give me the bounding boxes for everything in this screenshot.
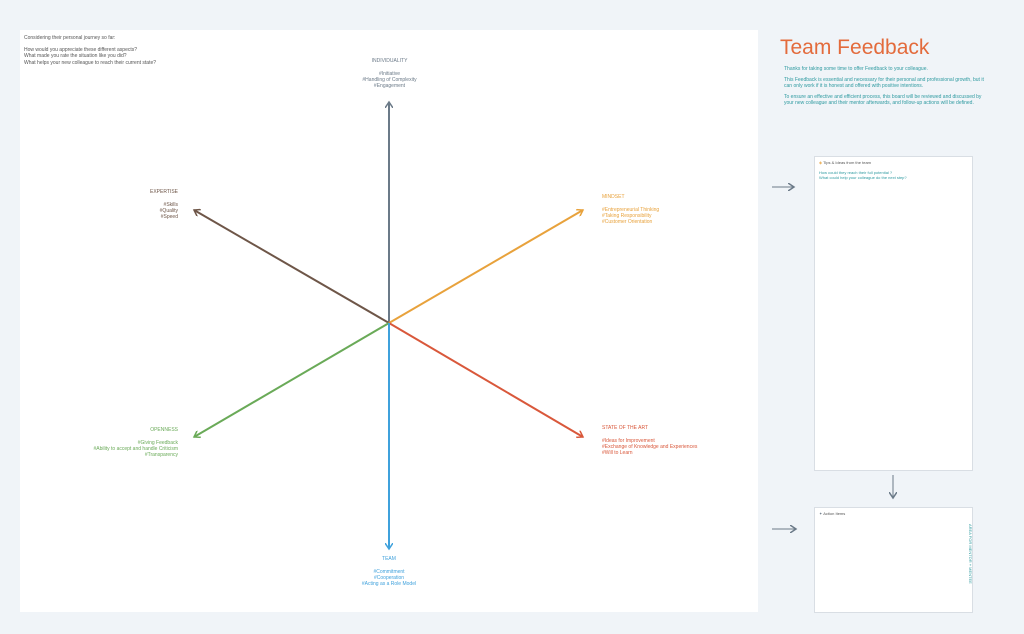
axis-item: #Taking Responsibility [602, 213, 652, 219]
axis-item: #Engagement [373, 83, 406, 89]
axis-item: #Giving Feedback [137, 440, 178, 446]
tips-line: How could they reach their full potentia… [819, 170, 893, 175]
lightbulb-icon: ◈ [819, 160, 823, 165]
axis-state-of-the-art [388, 322, 583, 437]
axis-title: STATE OF THE ART [602, 425, 649, 431]
label-openness: OPENNESS #Giving Feedback #Ability to ac… [60, 427, 179, 458]
tips-line: What could help your colleague do the ne… [819, 175, 907, 180]
label-expertise: EXPERTISE #Skills #Quality #Speed [120, 189, 178, 220]
axis-item: #Ability to accept and handle Criticism [93, 446, 179, 452]
axis-expertise [194, 210, 390, 324]
axis-item: #Exchange of Knowledge and Experiences [602, 444, 698, 450]
action-items-header: ✦ Action Items [819, 511, 845, 516]
intro-line: Considering their personal journey so fa… [24, 35, 116, 41]
axis-item: #Entrepreneurial Thinking [602, 207, 660, 213]
intro-text: Considering their personal journey so fa… [24, 35, 156, 66]
axis-mindset [388, 210, 583, 324]
description-paragraph: To ensure an effective and efficient pro… [784, 93, 982, 107]
axis-item: #Cooperation [373, 575, 405, 581]
mentor-area-label: AREA FOR MENTOR + MENTEE [968, 524, 973, 584]
axis-item: #Initiative [378, 71, 401, 77]
axis-title: MINDSET [602, 194, 625, 200]
axis-item: #Transparency [144, 452, 178, 458]
axis-item: #Quality [159, 208, 178, 214]
description-paragraph: This Feedback is essential and necessary… [784, 76, 984, 90]
axis-item: #Skills [163, 202, 178, 208]
axis-item: #Commitment [373, 569, 405, 575]
action-items-title: Action Items [823, 511, 846, 516]
page-title: Team Feedback [780, 36, 930, 59]
axis-item: #Will to Learn [602, 450, 633, 456]
axis-title: TEAM [382, 556, 396, 562]
intro-line: What helps your new colleague to reach t… [24, 59, 157, 66]
axis-openness [194, 322, 390, 437]
tips-card-body: How could they reach their full potentia… [819, 170, 907, 180]
axis-item: #Handling of Complexity [362, 77, 417, 83]
tips-card-title: Tips & Ideas from the team [823, 160, 871, 165]
description-paragraph: Thanks for taking some time to offer Fee… [784, 66, 928, 72]
axis-title: INDIVIDUALITY [371, 58, 408, 64]
action-items-card[interactable]: ✦ Action Items [814, 507, 973, 613]
label-mindset: MINDSET #Entrepreneurial Thinking #Takin… [602, 194, 659, 225]
pin-icon: ✦ [819, 511, 823, 516]
label-team: TEAM #Commitment #Cooperation #Acting as… [349, 556, 429, 587]
axis-item: #Speed [160, 214, 178, 220]
description: Thanks for taking some time to offer Fee… [784, 66, 984, 111]
axis-title: OPENNESS [150, 427, 178, 433]
tips-card-header: ◈ Tips & Ideas from the team [819, 160, 871, 165]
axis-item: #Acting as a Role Model [361, 581, 417, 587]
intro-line: What made you rate the situation like yo… [24, 53, 127, 59]
axis-item: #Customer Orientation [602, 219, 653, 225]
intro-line: How would you appreciate these different… [24, 46, 138, 53]
axis-item: #Ideas for Improvement [602, 438, 655, 444]
axis-title: EXPERTISE [150, 189, 178, 195]
tips-card[interactable]: ◈ Tips & Ideas from the team How could t… [814, 156, 973, 471]
label-state-of-the-art: STATE OF THE ART #Ideas for Improvement … [602, 425, 697, 456]
label-individuality: INDIVIDUALITY #Initiative #Handling of C… [352, 58, 427, 89]
